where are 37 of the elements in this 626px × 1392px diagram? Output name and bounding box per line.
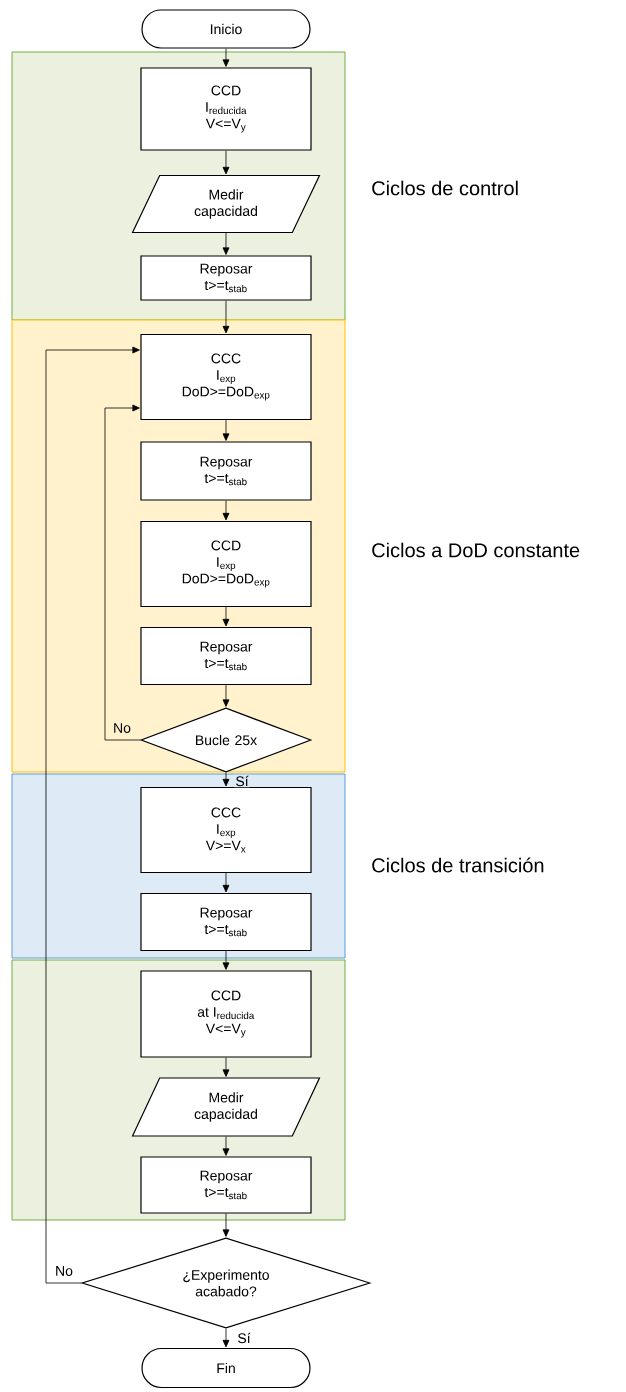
- arrow: [222, 500, 230, 521]
- process-box: CCC I$_{exp}$ V>=V$_{x}$: [140, 786, 312, 874]
- arrow: [222, 300, 230, 334]
- arrow: [222, 150, 230, 175]
- input-output-box: Medir capacidad: [131, 174, 321, 234]
- edge-label: Sí: [236, 1331, 252, 1345]
- edge-label: No: [112, 722, 132, 734]
- arrow: [222, 48, 230, 67]
- process-box: Reposar t>=t$_{stab}$: [140, 892, 312, 952]
- arrow: [222, 684, 230, 707]
- arrow: [222, 1136, 230, 1156]
- edge-label: No: [54, 1265, 74, 1277]
- arrow: [222, 1328, 230, 1348]
- process-box: Reposar t>=t$_{stab}$: [140, 255, 312, 301]
- process-box: Reposar t>=t$_{stab}$: [140, 441, 312, 501]
- terminal-box: Inicio: [141, 9, 311, 49]
- arrow: [222, 772, 230, 787]
- process-box: CCD at I$_{reducida}$ V<=V$_{y}$: [140, 970, 312, 1058]
- section-label: Ciclos de control: [372, 180, 518, 196]
- arrow: [222, 1057, 230, 1077]
- process-box: CCD I$_{reducida}$ V<=V$_{y}$: [140, 67, 312, 151]
- process-box: Reposar t>=t$_{stab}$: [140, 626, 312, 686]
- process-box: CCD I$_{exp}$ DoD>=DoD$_{exp}$: [140, 520, 312, 608]
- process-box: Reposar t>=t$_{stab}$: [140, 1156, 312, 1214]
- arrow: [222, 606, 230, 627]
- arrow: [45, 346, 140, 1284]
- arrow: [222, 872, 230, 893]
- section-label: Ciclos a DoD constante: [372, 542, 580, 558]
- arrow: [222, 950, 230, 970]
- input-output-box: Medir capacidad: [131, 1077, 321, 1137]
- arrow: [222, 419, 230, 441]
- section-label: Ciclos de transición: [372, 857, 544, 873]
- process-box: CCC I$_{exp}$ DoD>=DoD$_{exp}$: [140, 333, 312, 421]
- arrow: [222, 232, 230, 255]
- terminal-box: Fin: [141, 1347, 311, 1389]
- arrow: [222, 1213, 230, 1237]
- arrow: [104, 404, 141, 741]
